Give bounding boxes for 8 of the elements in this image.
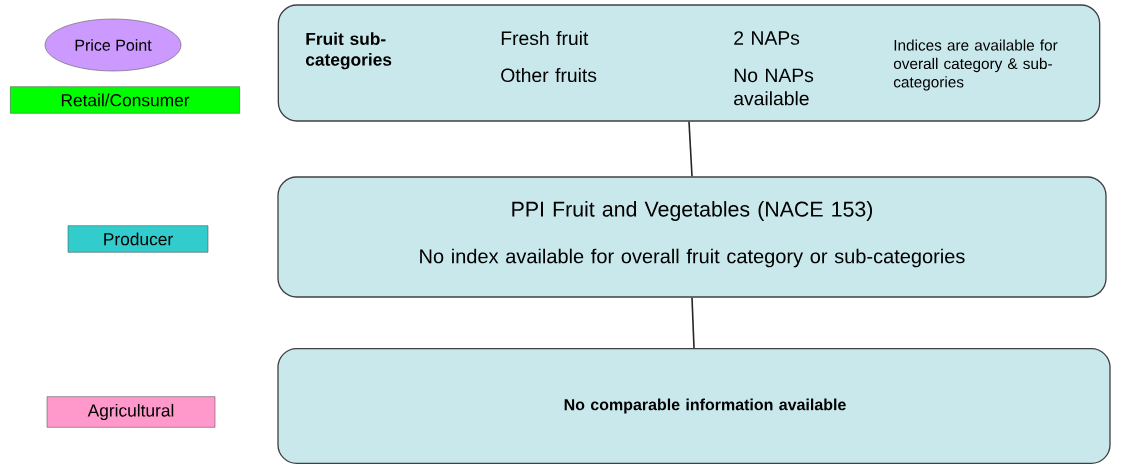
category-box: Fruit sub-categories Fresh fruit 2 NAPs Other fruits No NAPs available Indices are available for overall category & sub-categories [277,4,1101,122]
level-label: Agricultural [46,396,216,428]
index-box: PPI Fruit and Vegetables (NACE 153) No index available for overall fruit category or sub-categories [277,176,1107,298]
info-box: No comparable information available [277,348,1111,464]
level-label: Producer [67,225,209,253]
connector-line [688,120,693,178]
connector-line [691,296,695,349]
level-label: Retail/Consumer [10,86,240,114]
